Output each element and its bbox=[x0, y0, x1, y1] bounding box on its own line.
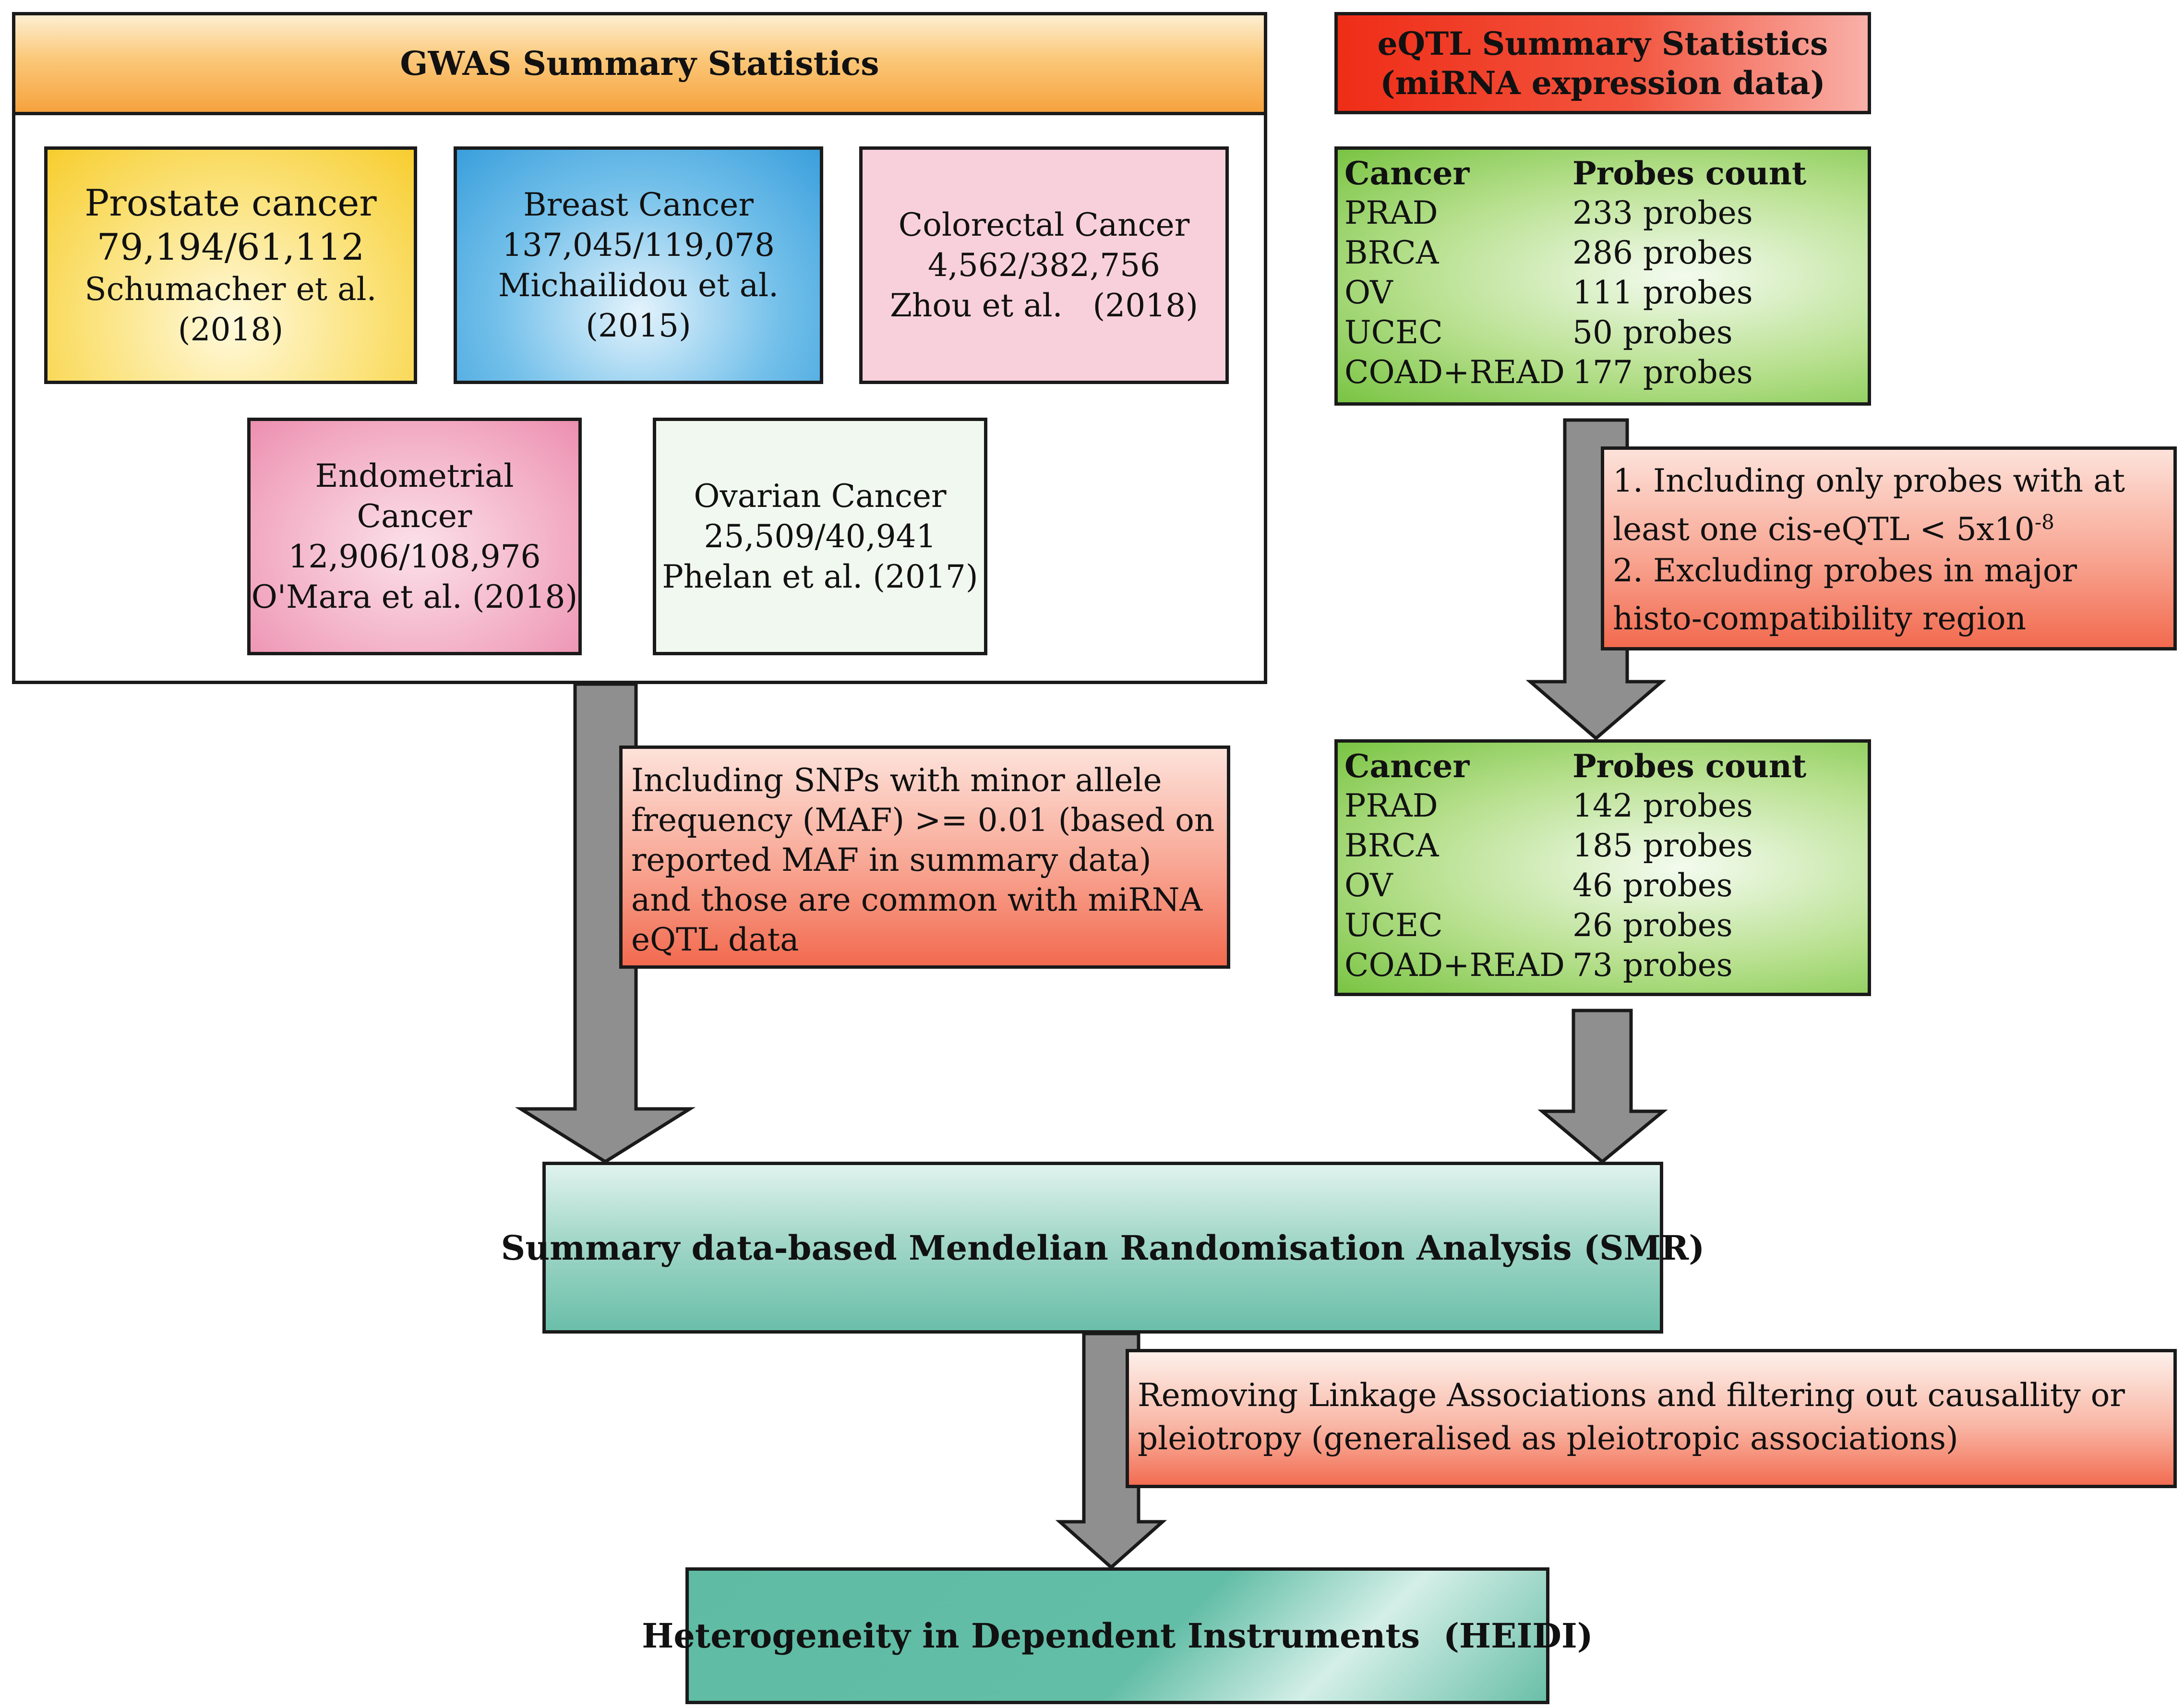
cell-cancer: BRCA bbox=[1344, 827, 1439, 864]
cell-probes: 142 probes bbox=[1572, 787, 1753, 824]
gwas-header: GWAS Summary Statistics bbox=[12, 12, 1267, 115]
table-row: UCEC 26 probes bbox=[1344, 907, 1868, 947]
probe-filter-note: 1. Including only probes with at least o… bbox=[1601, 446, 2177, 650]
cell-cancer: COAD+READ bbox=[1344, 354, 1565, 391]
heidi-test-box: Heterogeneity in Dependent Instruments (… bbox=[642, 1567, 1593, 1704]
cell-probes: 286 probes bbox=[1572, 234, 1753, 271]
note-line: histo-compatibility region bbox=[1613, 600, 2027, 637]
note-line: and those are common with miRNA bbox=[631, 881, 1203, 918]
study-citation: Phelan et al. (2017) bbox=[662, 558, 978, 595]
note-line: eQTL data bbox=[631, 921, 799, 958]
table-header: Cancer Probes count bbox=[1344, 155, 1868, 194]
table-row: COAD+READ 177 probes bbox=[1344, 354, 1868, 394]
cell-probes: 46 probes bbox=[1572, 867, 1733, 904]
study-counts: 79,194/61,112 bbox=[96, 225, 365, 268]
cell-cancer: OV bbox=[1344, 867, 1393, 904]
smr-label: Summary data-based Mendelian Randomisati… bbox=[501, 1227, 1705, 1268]
cell-probes: 177 probes bbox=[1572, 354, 1753, 391]
eqtl-title-line1: eQTL Summary Statistics bbox=[1377, 24, 1828, 62]
study-counts: 137,045/119,078 bbox=[502, 226, 775, 264]
arrow-probes2-to-smr bbox=[1537, 1009, 1668, 1164]
table-row: OV 111 probes bbox=[1344, 274, 1868, 314]
cell-cancer: PRAD bbox=[1344, 194, 1438, 231]
note-line: frequency (MAF) >= 0.01 (based on bbox=[631, 802, 1215, 839]
cell-probes: 26 probes bbox=[1572, 907, 1733, 944]
study-name: Colorectal Cancer bbox=[898, 206, 1190, 243]
note-line: reported MAF in summary data) bbox=[631, 842, 1152, 878]
probes-count-table-initial: Cancer Probes count PRAD 233 probes BRCA… bbox=[1334, 146, 1871, 406]
study-citation: Zhou et al. (2018) bbox=[890, 287, 1198, 324]
column-header-probes: Probes count bbox=[1572, 155, 1807, 192]
cell-probes: 111 probes bbox=[1572, 274, 1753, 311]
table-row: UCEC 50 probes bbox=[1344, 314, 1868, 354]
cell-cancer: COAD+READ bbox=[1344, 947, 1565, 984]
note-line: pleiotropy (generalised as pleiotropic a… bbox=[1138, 1420, 1958, 1457]
study-citation: O'Mara et al. (2018) bbox=[251, 578, 578, 615]
study-counts: 4,562/382,756 bbox=[927, 246, 1161, 284]
snp-filter-note: Including SNPs with minor allele frequen… bbox=[619, 746, 1230, 969]
study-counts: 12,906/108,976 bbox=[288, 538, 541, 575]
table-row: COAD+READ 73 probes bbox=[1344, 947, 1868, 986]
eqtl-header: eQTL Summary Statistics (miRNA expressio… bbox=[1334, 12, 1871, 114]
cell-cancer: UCEC bbox=[1344, 314, 1443, 351]
study-name-line1: Endometrial bbox=[315, 457, 514, 494]
cell-probes: 185 probes bbox=[1572, 827, 1753, 864]
note-line: Removing Linkage Associations and filter… bbox=[1138, 1377, 2125, 1414]
cell-cancer: BRCA bbox=[1344, 234, 1439, 271]
column-header-probes: Probes count bbox=[1572, 747, 1807, 785]
study-citation: Michailidou et al. bbox=[498, 266, 779, 304]
study-colorectal-cancer: Colorectal Cancer 4,562/382,756 Zhou et … bbox=[859, 146, 1229, 384]
study-year: (2018) bbox=[178, 311, 284, 348]
table-header: Cancer Probes count bbox=[1344, 747, 1868, 787]
table-row: PRAD 233 probes bbox=[1344, 194, 1868, 234]
cell-cancer: OV bbox=[1344, 274, 1393, 311]
note-line: 1. Including only probes with at bbox=[1613, 462, 2125, 499]
eqtl-title-line2: (miRNA expression data) bbox=[1380, 64, 1825, 102]
column-header-cancer: Cancer bbox=[1344, 155, 1470, 192]
cell-cancer: PRAD bbox=[1344, 787, 1438, 824]
linkage-filter-note: Removing Linkage Associations and filter… bbox=[1126, 1349, 2177, 1488]
study-name: Ovarian Cancer bbox=[694, 477, 947, 515]
cell-probes: 73 probes bbox=[1572, 947, 1733, 984]
study-ovarian-cancer: Ovarian Cancer 25,509/40,941 Phelan et a… bbox=[653, 418, 987, 655]
smr-analysis-box: Summary data-based Mendelian Randomisati… bbox=[501, 1162, 1704, 1334]
study-citation: Schumacher et al. bbox=[84, 270, 377, 308]
note-line: Including SNPs with minor allele bbox=[631, 762, 1162, 799]
study-endometrial-cancer: Endometrial Cancer 12,906/108,976 O'Mara… bbox=[247, 418, 582, 655]
study-name-line2: Cancer bbox=[357, 497, 472, 535]
note-exponent: -8 bbox=[2034, 510, 2054, 534]
table-row: BRCA 185 probes bbox=[1344, 827, 1868, 867]
gwas-title: GWAS Summary Statistics bbox=[400, 44, 879, 83]
study-prostate-cancer: Prostate cancer 79,194/61,112 Schumacher… bbox=[44, 146, 417, 384]
cell-cancer: UCEC bbox=[1344, 907, 1443, 944]
study-year: (2015) bbox=[586, 307, 691, 344]
study-counts: 25,509/40,941 bbox=[704, 517, 936, 555]
note-line: 2. Excluding probes in major bbox=[1613, 552, 2077, 589]
table-row: PRAD 142 probes bbox=[1344, 787, 1868, 827]
study-name: Breast Cancer bbox=[523, 186, 754, 223]
study-breast-cancer: Breast Cancer 137,045/119,078 Michailido… bbox=[454, 146, 823, 384]
note-line: least one cis-eQTL < 5x10-8 bbox=[1613, 502, 2165, 550]
probes-count-table-filtered: Cancer Probes count PRAD 142 probes BRCA… bbox=[1334, 739, 1871, 996]
table-row: BRCA 286 probes bbox=[1344, 234, 1868, 274]
heidi-label: Heterogeneity in Dependent Instruments (… bbox=[642, 1616, 1593, 1656]
table-row: OV 46 probes bbox=[1344, 867, 1868, 907]
note-line-text: least one cis-eQTL < 5x10 bbox=[1613, 511, 2035, 548]
cell-probes: 233 probes bbox=[1572, 194, 1753, 231]
cell-probes: 50 probes bbox=[1572, 314, 1733, 351]
study-name: Prostate cancer bbox=[84, 181, 377, 224]
column-header-cancer: Cancer bbox=[1344, 747, 1470, 785]
